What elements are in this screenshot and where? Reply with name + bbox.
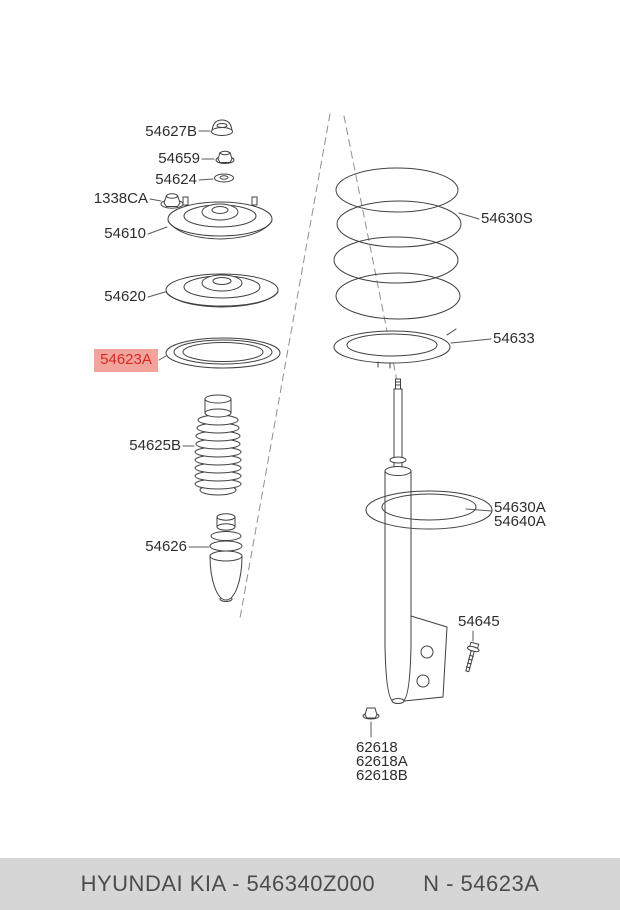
part-strut-assembly-54630A-icon [365,378,493,704]
part-label-54640A[interactable]: 54640A [494,513,546,530]
part-nut-1338CA-icon [160,193,184,209]
part-spring-pad-54623A-icon [165,337,281,369]
part-dust-cover-54625B-icon [194,394,242,496]
part-label-54633[interactable]: 54633 [493,330,535,347]
part-bump-stopper-54626-icon [209,513,243,602]
part-label-1338CA[interactable]: 1338CA [93,190,148,207]
leader-lines [147,130,493,738]
part-label-54627B[interactable]: 54627B [145,123,197,140]
part-washer-54624-icon [214,173,234,183]
part-label-54623A-highlighted[interactable]: 54623A [94,349,158,372]
part-label-62618A[interactable]: 62618A [356,753,408,770]
footer-bar: HYUNDAI KIA - 546340Z000 N - 54623A [0,858,620,910]
part-label-54610[interactable]: 54610 [104,225,146,242]
part-label-62618B[interactable]: 62618B [356,767,408,784]
part-label-62618[interactable]: 62618 [356,739,398,756]
part-label-54625B[interactable]: 54625B [129,437,181,454]
part-label-54630S[interactable]: 54630S [481,210,533,227]
footer-catalog-code: HYUNDAI KIA - 546340Z000 [80,871,376,896]
part-mount-54610-icon [167,196,273,240]
part-label-54620[interactable]: 54620 [104,288,146,305]
footer-selected-part-number: N - 54623A [423,871,540,896]
part-nut-62618-icon [362,707,380,720]
part-nut-54659-icon [215,150,235,164]
part-label-54624[interactable]: 54624 [155,171,197,188]
part-label-54626[interactable]: 54626 [145,538,187,555]
part-label-54630A[interactable]: 54630A [494,499,546,516]
diagram-canvas [147,113,493,738]
part-label-54659[interactable]: 54659 [158,150,200,167]
part-spring-seat-54620-icon [165,273,279,308]
centerline-dashed [239,113,399,619]
part-bolt-54645-icon [465,641,480,673]
part-cap-54627B-icon [211,119,233,136]
part-label-54645[interactable]: 54645 [458,613,500,630]
part-lower-pad-54633-icon [333,328,457,369]
part-coil-spring-54630S-icon [333,167,462,320]
